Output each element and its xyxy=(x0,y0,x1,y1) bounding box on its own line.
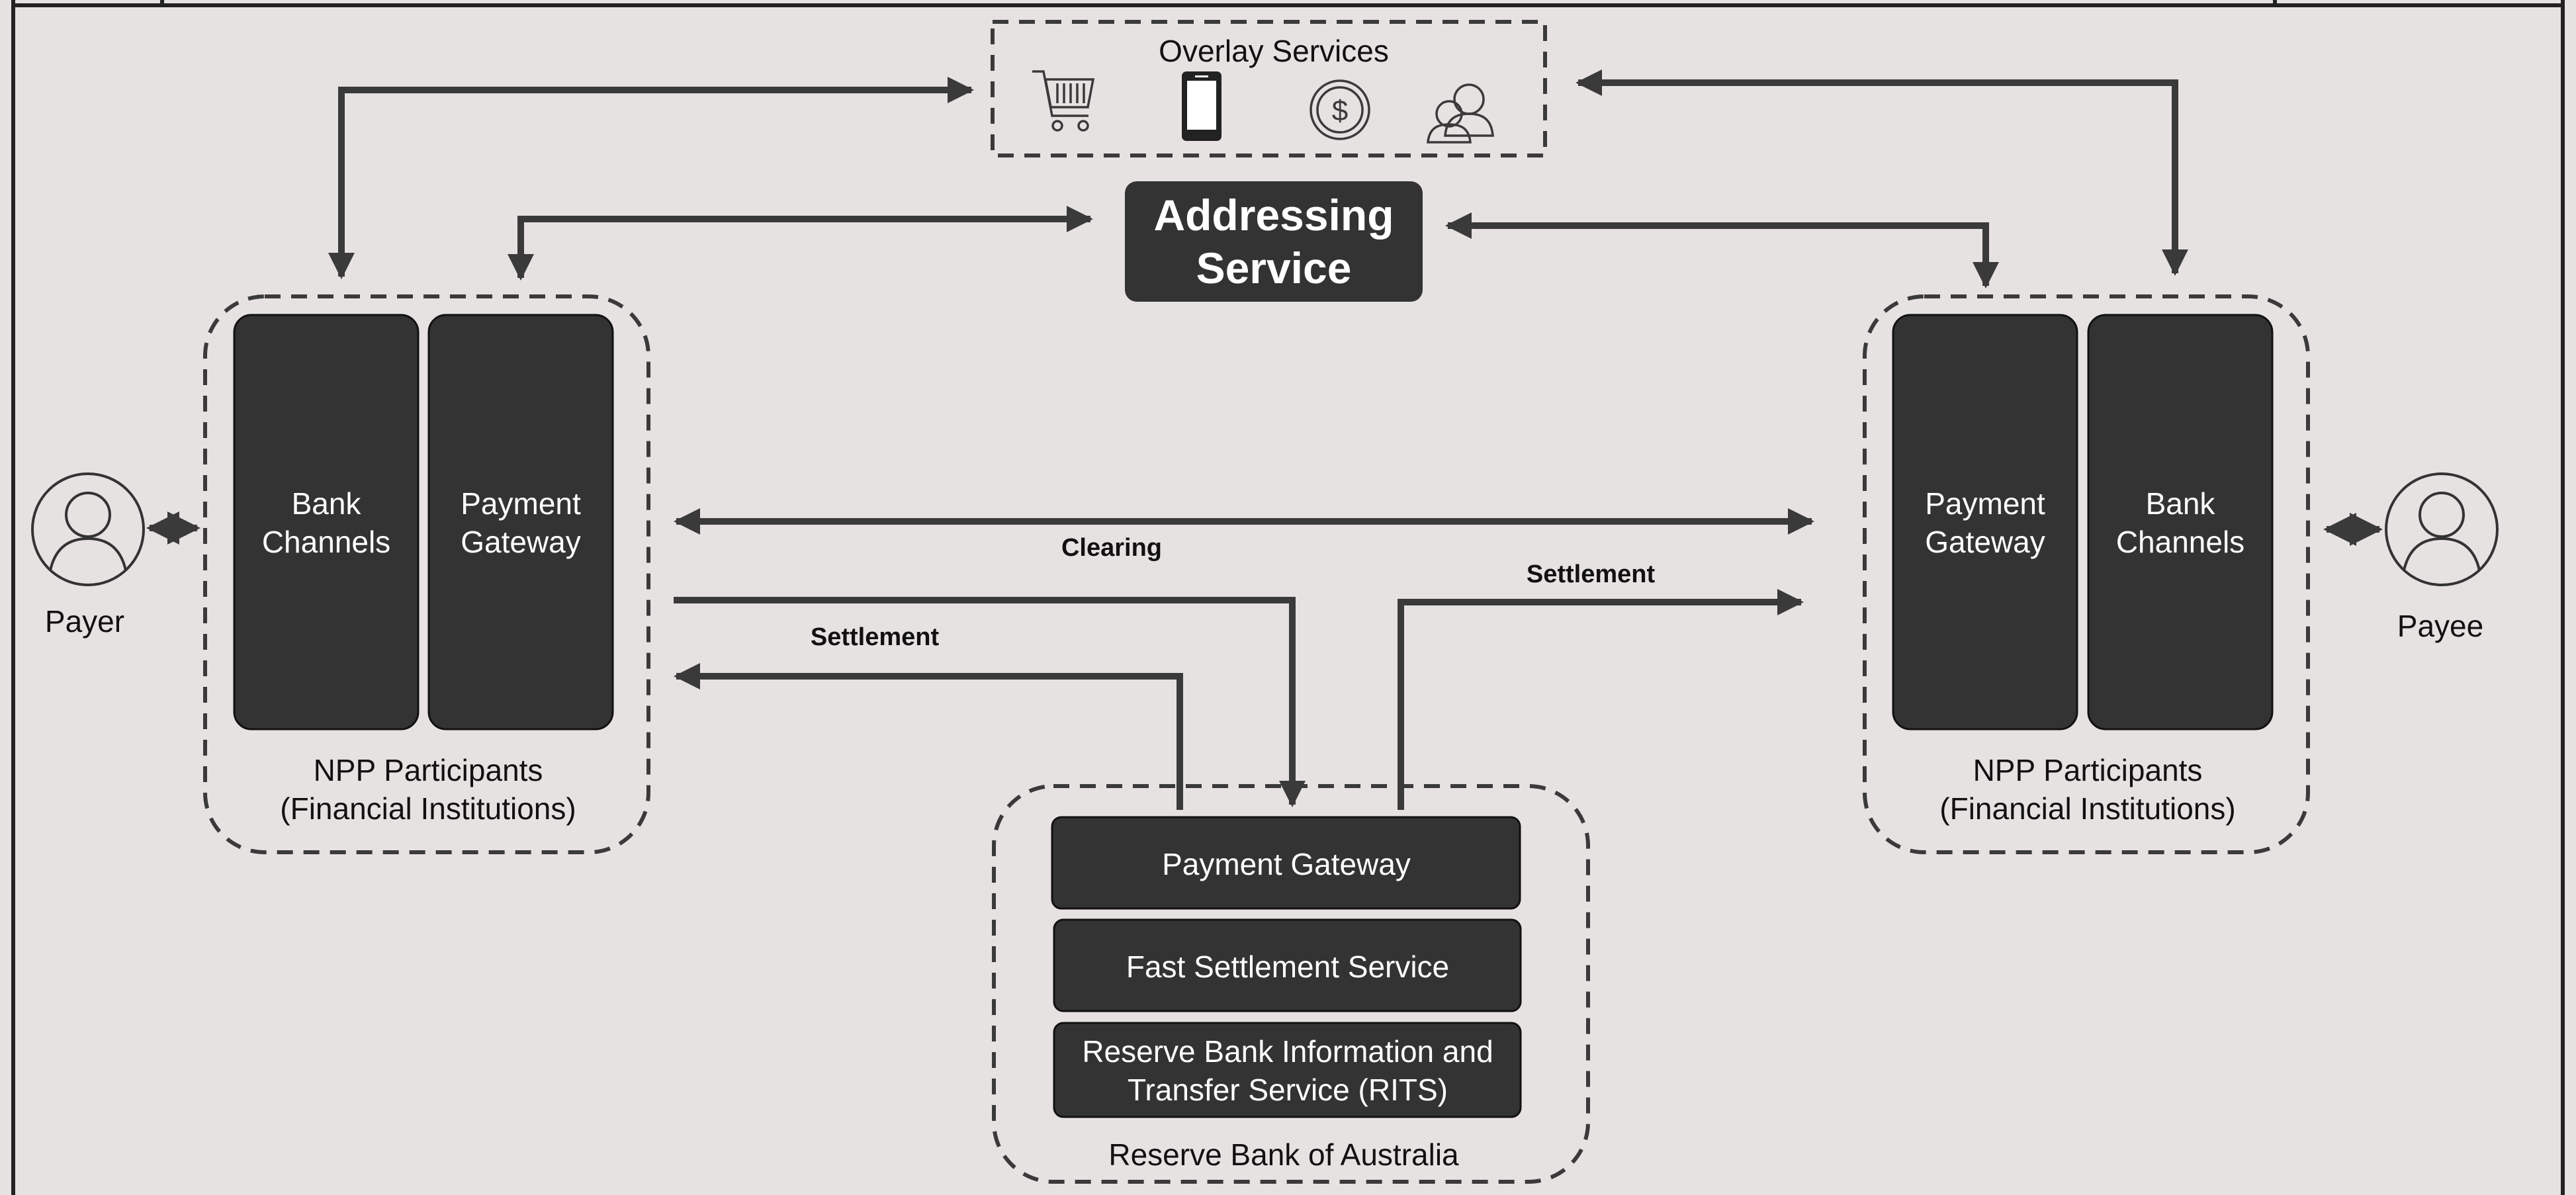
connectors xyxy=(146,69,2383,810)
users-icon xyxy=(1427,83,1494,144)
rba-payment-gateway-label: Payment Gateway xyxy=(1162,847,1411,881)
rba-payment-gateway-block xyxy=(1051,816,1521,910)
rits-line2: Transfer Service (RITS) xyxy=(1128,1073,1448,1107)
arrow-left-channels-overlay xyxy=(328,77,974,279)
reserve-bank-of-australia: Payment Gateway Fast Settlement Service … xyxy=(992,784,1590,1184)
arrow-settlement-rba-to-left xyxy=(674,663,1183,810)
smartphone-icon xyxy=(1182,71,1221,141)
reserve-bank-caption: Reserve Bank of Australia xyxy=(1108,1137,1459,1172)
svg-text:$: $ xyxy=(1332,95,1348,127)
addressing-service: Addressing Service xyxy=(1125,181,1423,302)
rits-block xyxy=(1053,1022,1522,1118)
arrow-right-gateway-addressing xyxy=(1445,212,1999,288)
rits-line1: Reserve Bank Information and xyxy=(1082,1034,1493,1069)
payee-avatar-icon xyxy=(2385,472,2499,586)
payee-label: Payee xyxy=(2397,609,2483,643)
payee: Payee xyxy=(2385,472,2499,643)
right-bank-channels-block xyxy=(2087,314,2274,730)
shopping-cart-icon xyxy=(1032,70,1095,132)
right-participants-caption-2: (Financial Institutions) xyxy=(1939,791,2235,826)
right-bank-channels-line1: Bank xyxy=(2146,486,2216,521)
right-payment-gateway-line1: Payment xyxy=(1925,486,2045,521)
right-payment-gateway-block xyxy=(1892,314,2078,730)
left-participants-caption-1: NPP Participants xyxy=(314,753,543,787)
left-payment-gateway-line1: Payment xyxy=(461,486,581,521)
left-participants-caption-2: (Financial Institutions) xyxy=(280,791,576,826)
addressing-service-line2: Service xyxy=(1196,243,1352,292)
payer: Payer xyxy=(31,472,145,639)
outer-frame xyxy=(11,0,2565,1195)
right-payment-gateway-line2: Gateway xyxy=(1925,525,2045,559)
fast-settlement-service-block xyxy=(1053,918,1522,1012)
left-payment-gateway-line2: Gateway xyxy=(461,525,581,559)
arrow-settlement-left-to-rba xyxy=(674,597,1306,807)
payer-label: Payer xyxy=(45,604,124,639)
arrow-settlement-rba-to-right xyxy=(1398,589,1804,810)
overlay-services-title: Overlay Services xyxy=(1159,34,1389,68)
arrow-right-channels-overlay xyxy=(1576,69,2188,276)
left-payment-gateway-block xyxy=(427,314,614,730)
right-bank-channels-line2: Channels xyxy=(2116,525,2244,559)
left-bank-channels-block xyxy=(233,314,420,730)
settlement-label-right: Settlement xyxy=(1527,560,1656,588)
settlement-label-left: Settlement xyxy=(811,623,940,651)
arrow-left-gateway-addressing xyxy=(508,206,1093,281)
fast-settlement-service-label: Fast Settlement Service xyxy=(1126,950,1449,984)
left-bank-channels-line1: Bank xyxy=(292,486,362,521)
payer-avatar-icon xyxy=(31,472,145,586)
overlay-services-box: Overlay Services $ xyxy=(991,20,1547,157)
left-bank-channels-line2: Channels xyxy=(262,525,390,559)
right-npp-participants: Payment Gateway Bank Channels NPP Partic… xyxy=(1863,294,2310,854)
addressing-service-line1: Addressing xyxy=(1153,191,1394,240)
dollar-coin-icon: $ xyxy=(1310,79,1370,140)
clearing-label: Clearing xyxy=(1061,534,1162,562)
left-npp-participants: Bank Channels Payment Gateway NPP Partic… xyxy=(203,294,650,854)
right-participants-caption-1: NPP Participants xyxy=(1973,753,2203,787)
